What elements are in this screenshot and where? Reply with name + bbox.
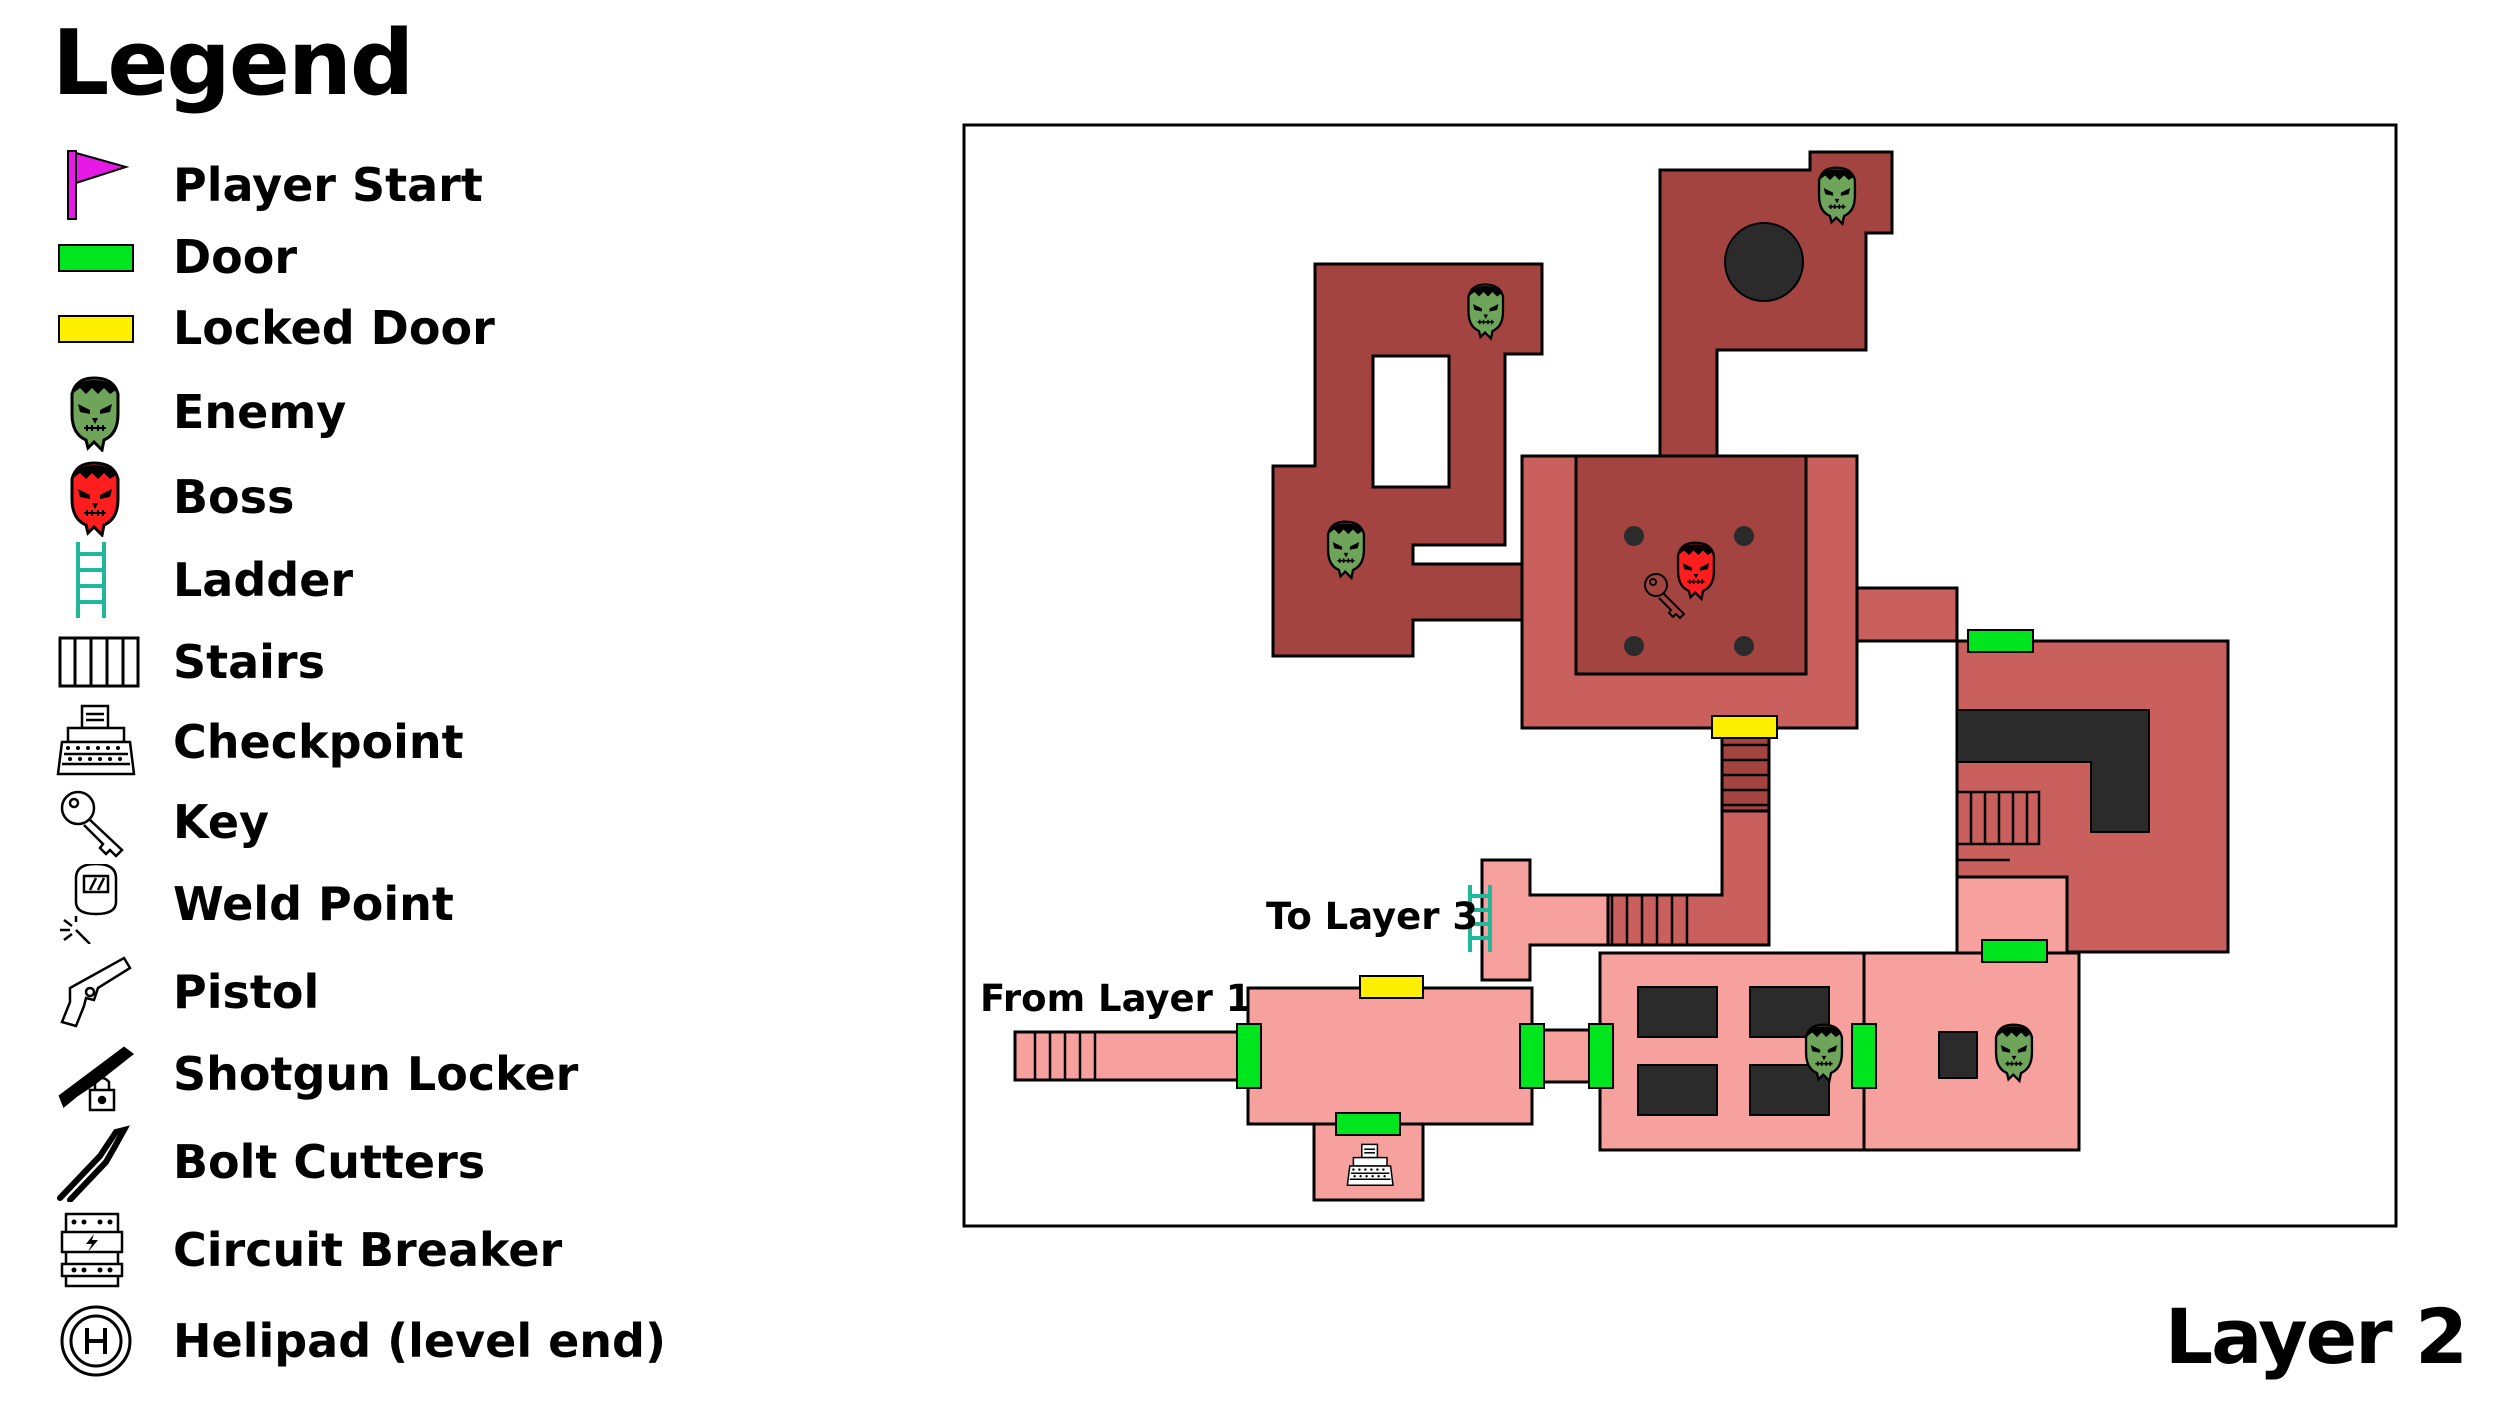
legend-item-pistol: Pistol: [0, 952, 800, 1032]
legend-label-ladder: Ladder: [173, 553, 354, 607]
key-icon: [1644, 573, 1686, 620]
legend-label-player-start: Player Start: [173, 158, 483, 212]
pillars: [1624, 526, 1754, 656]
door-east-hall: [1967, 629, 2034, 653]
crates: [1637, 986, 1978, 1116]
legend-item-bolt-cutters: Bolt Cutters: [0, 1122, 800, 1202]
legend-item-locked-door: Locked Door: [0, 288, 800, 368]
legend-item-player-start: Player Start: [0, 145, 800, 225]
door-icon: [58, 244, 134, 272]
locked-door-icon: [58, 315, 134, 343]
legend-title: Legend: [52, 11, 414, 116]
legend-label-key: Key: [173, 795, 270, 849]
ladder-landing: [1480, 858, 1610, 982]
checkpoint-room: [1312, 1122, 1425, 1202]
bolt-cutters-icon: [57, 1125, 130, 1202]
legend-label-shotgun-locker: Shotgun Locker: [173, 1047, 579, 1101]
pistol-icon: [60, 956, 132, 1028]
obstacles: [1724, 222, 2150, 833]
central-room: [1246, 986, 1534, 1126]
west-room-void: [1371, 354, 1451, 489]
layer-title: Layer 2: [2164, 1292, 2468, 1381]
legend-item-stairs: Stairs: [0, 622, 800, 702]
shotgun-locker-icon: [58, 1046, 135, 1112]
label-to-layer-3: To Layer 3: [1266, 895, 1478, 938]
legend-item-weld-point: Weld Point: [0, 864, 800, 944]
legend-label-boss: Boss: [173, 470, 295, 524]
legend-label-weld-point: Weld Point: [173, 877, 454, 931]
l-obstacle: [1956, 709, 2150, 833]
doors: [1236, 629, 2048, 1136]
legend-label-locked-door: Locked Door: [173, 301, 495, 355]
legend-label-bolt-cutters: Bolt Cutters: [173, 1135, 486, 1189]
legend-item-ladder: Ladder: [0, 540, 800, 620]
legend-item-circuit-breaker: Circuit Breaker: [0, 1210, 800, 1290]
door-central-west: [1236, 1023, 1262, 1089]
stair-corridor: [1720, 726, 1771, 813]
door-storage-east: [1851, 1023, 1877, 1089]
stairs-vertical: [1722, 743, 1769, 807]
locked-door-central: [1359, 975, 1424, 999]
locked-doors: [1359, 715, 1778, 999]
door-checkpoint: [1335, 1112, 1401, 1136]
pit-obstacle: [1724, 222, 1804, 302]
key-icon: [60, 790, 124, 858]
label-from-layer-1: From Layer 1: [980, 977, 1252, 1020]
ladder-to-layer-3: [1468, 885, 1492, 952]
door-central-east: [1519, 1023, 1545, 1089]
legend-item-helipad: Helipad (level end): [0, 1301, 800, 1381]
legend-label-circuit-breaker: Circuit Breaker: [173, 1223, 563, 1277]
locked-door-hall: [1711, 715, 1778, 739]
legend-label-door: Door: [173, 230, 298, 284]
legend-label-enemy: Enemy: [173, 385, 347, 439]
stairs-lower: [1610, 895, 1689, 945]
door-east-vestibule: [1981, 939, 2048, 963]
legend: Player Start Door Locked Door Enemy Boss: [0, 0, 900, 1406]
legend-item-shotgun-locker: Shotgun Locker: [0, 1034, 800, 1114]
stairs: [1033, 743, 2041, 1080]
legend-item-door: Door: [0, 217, 800, 297]
stairs-entry: [1033, 1032, 1097, 1080]
legend-label-pistol: Pistol: [173, 965, 320, 1019]
stairs-icon: [58, 636, 140, 688]
legend-item-checkpoint: Checkpoint: [0, 702, 800, 782]
legend-item-boss: Boss: [0, 457, 800, 537]
legend-label-stairs: Stairs: [173, 635, 325, 689]
door-storage-west: [1588, 1023, 1614, 1089]
circuit-breaker-icon: [60, 1212, 124, 1288]
flag-icon: [67, 150, 130, 220]
legend-label-helipad: Helipad (level end): [173, 1314, 666, 1368]
stairs-east: [1955, 790, 2041, 862]
ladder-icon: [76, 542, 106, 618]
helipad-icon: [60, 1305, 132, 1377]
legend-item-enemy: Enemy: [0, 372, 800, 452]
legend-item-key: Key: [0, 782, 800, 862]
weld-point-icon: [60, 864, 118, 944]
legend-label-checkpoint: Checkpoint: [173, 715, 464, 769]
entry-corridor: [1013, 1030, 1252, 1082]
